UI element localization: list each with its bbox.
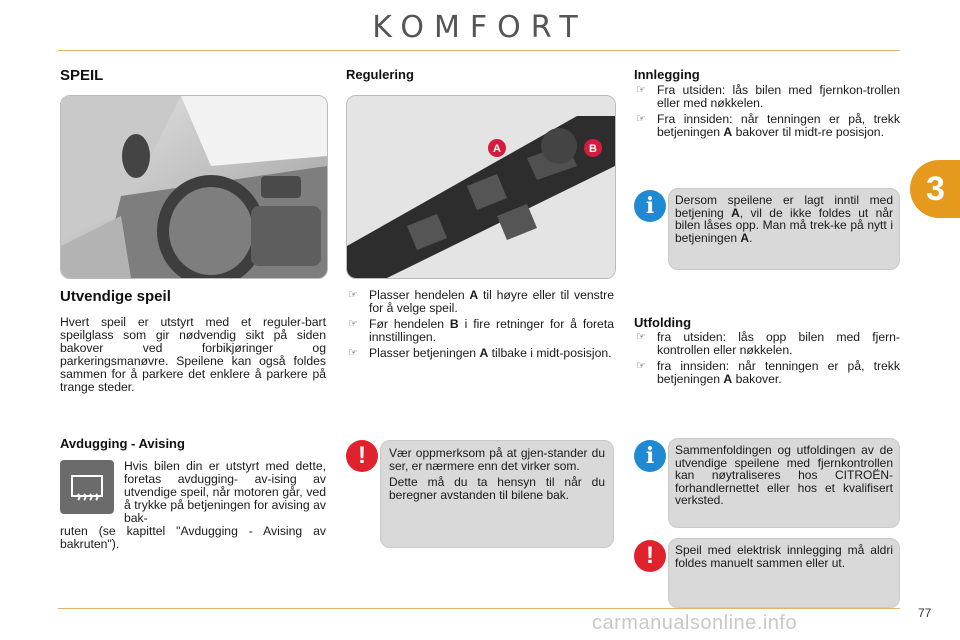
bullet-pointer-icon: ☞ (348, 347, 358, 359)
info-icon: i (634, 440, 666, 472)
warning-note-distance: Vær oppmerksom på at gjen-stander du ser… (380, 440, 614, 548)
adjustment-title: Regulering (346, 67, 414, 82)
mirror-control-photo: A B (346, 95, 616, 279)
info-icon: i (634, 190, 666, 222)
label-b: B (589, 143, 597, 155)
list-item: ☞Fra utsiden: lås bilen med fjernkon-tro… (636, 83, 900, 110)
demisting-title: Avdugging - Avising (60, 436, 185, 451)
info-note-neutralize: Sammenfoldingen og utfoldingen av de utv… (668, 438, 900, 528)
bullet-pointer-icon: ☞ (636, 113, 646, 125)
list-item: ☞fra innsiden: når tenningen er på, trek… (636, 359, 900, 386)
chapter-number: 3 (926, 169, 945, 208)
warning-text: Vær oppmerksom på at gjen-stander du ser… (389, 446, 605, 473)
info-text: Sammenfoldingen og utfoldingen av de utv… (675, 443, 893, 507)
warning-text: Dette må du ta hensyn til når du beregne… (389, 475, 605, 502)
list-item: ☞Plasser betjeningen A tilbake i midt-po… (348, 346, 612, 360)
folding-steps: ☞Fra utsiden: lås bilen med fjernkon-tro… (634, 84, 900, 142)
info-note-folding: Dersom speilene er lagt inntil med betje… (668, 188, 900, 270)
warning-text: Speil med elektrisk innlegging må aldri … (675, 543, 893, 570)
watermark: carmanualsonline.info (592, 612, 798, 634)
footer-divider (58, 608, 900, 609)
warning-note-manual-fold: Speil med elektrisk innlegging må aldri … (668, 538, 900, 608)
warning-icon: ! (634, 540, 666, 572)
header-divider (58, 50, 900, 51)
outer-mirrors-text: Hvert speil er utstyrt med et reguler-ba… (60, 315, 326, 394)
page-title: KOMFORT (372, 10, 588, 45)
info-text: Dersom speilene er lagt inntil med betje… (675, 193, 893, 245)
demisting-text: Hvis bilen din er utstyrt med dette, for… (124, 459, 326, 525)
bullet-pointer-icon: ☞ (636, 331, 646, 343)
outer-mirrors-title: Utvendige speil (60, 288, 171, 305)
warning-icon: ! (346, 440, 378, 472)
bullet-pointer-icon: ☞ (348, 289, 358, 301)
list-item: ☞fra utsiden: lås opp bilen med fjern-ko… (636, 330, 900, 357)
list-item: ☞Plasser hendelen A til høyre eller til … (348, 288, 614, 315)
bullet-pointer-icon: ☞ (636, 84, 646, 96)
list-item: ☞Fra innsiden: når tenningen er på, trek… (636, 112, 900, 139)
unfolding-steps: ☞fra utsiden: lås opp bilen med fjern-ko… (634, 331, 900, 389)
page-number: 77 (918, 606, 932, 620)
label-a: A (493, 143, 501, 155)
chapter-tab: 3 (910, 160, 960, 218)
section-title: SPEIL (60, 67, 104, 84)
bullet-pointer-icon: ☞ (348, 318, 358, 330)
rear-defrost-icon (60, 460, 114, 514)
dashboard-photo (60, 95, 328, 279)
list-item: ☞Før hendelen B i fire retninger for å f… (348, 317, 614, 344)
folding-title: Innlegging (634, 67, 700, 82)
adjustment-steps: ☞Plasser hendelen A til høyre eller til … (346, 289, 614, 363)
bullet-pointer-icon: ☞ (636, 360, 646, 372)
unfolding-title: Utfolding (634, 315, 692, 330)
demisting-text-cont: ruten (se kapittel "Avdugging - Avising … (60, 524, 326, 551)
